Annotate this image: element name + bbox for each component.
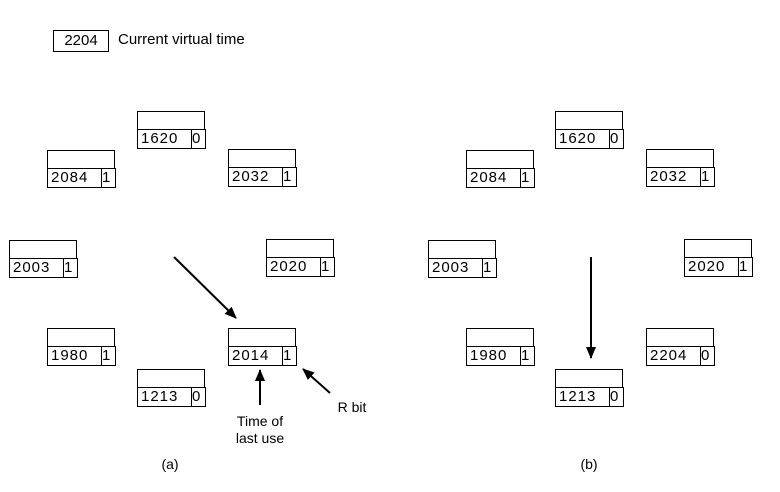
page-frame: 1980 1 (47, 328, 116, 366)
r-bit: 0 (190, 129, 206, 149)
r-bit: 1 (519, 346, 535, 366)
r-bit: 1 (699, 167, 715, 187)
time-of-last-use-label: Time of last use (226, 413, 294, 447)
time-label-line1: Time of (236, 413, 284, 429)
r-bit: 0 (190, 387, 206, 407)
r-bit: 1 (100, 168, 116, 188)
page-frame: 2020 1 (684, 239, 753, 277)
page-frame: 1213 0 (137, 369, 206, 407)
current-virtual-time-label: Current virtual time (118, 31, 245, 48)
page-frame: 2032 1 (228, 149, 297, 187)
time-of-last-use: 2032 (228, 167, 283, 187)
time-of-last-use: 2014 (228, 346, 283, 366)
page-frame-current: 2014 1 (228, 328, 297, 366)
r-bit: 1 (319, 257, 335, 277)
page-frame: 1620 0 (555, 111, 624, 149)
r-bit-arrow (302, 368, 331, 394)
r-bit: 1 (281, 346, 297, 366)
time-of-last-use: 2003 (9, 258, 64, 278)
clock-hand-arrow-a (173, 256, 237, 319)
time-of-last-use: 2032 (646, 167, 701, 187)
page-frame: 2003 1 (428, 240, 497, 278)
time-of-last-use: 2003 (428, 258, 483, 278)
r-bit: 0 (699, 346, 715, 366)
time-of-last-use: 1620 (137, 129, 192, 149)
page-frame: 2003 1 (9, 240, 78, 278)
time-of-last-use: 1213 (555, 387, 610, 407)
r-bit: 1 (737, 257, 753, 277)
r-bit: 1 (519, 168, 535, 188)
current-virtual-time-value: 2204 (53, 30, 109, 52)
time-of-last-use: 2084 (466, 168, 521, 188)
time-of-last-use: 1620 (555, 129, 610, 149)
caption-a: (a) (161, 456, 179, 472)
r-bit: 1 (62, 258, 78, 278)
r-bit: 0 (608, 387, 624, 407)
time-of-last-use: 2020 (684, 257, 739, 277)
page-frame-current: 1213 0 (555, 369, 624, 407)
page-frame: 1980 1 (466, 328, 535, 366)
page-frame: 1620 0 (137, 111, 206, 149)
r-bit: 1 (481, 258, 497, 278)
page-frame: 2020 1 (266, 239, 335, 277)
r-bit-label: R bit (337, 399, 367, 415)
caption-b: (b) (580, 456, 598, 472)
time-of-last-use: 1213 (137, 387, 192, 407)
r-bit: 1 (281, 167, 297, 187)
time-of-last-use: 2020 (266, 257, 321, 277)
page-frame-updated: 2204 0 (646, 328, 715, 366)
r-bit: 0 (608, 129, 624, 149)
time-label-line2: last use (235, 430, 285, 446)
page-frame: 2084 1 (47, 150, 116, 188)
page-frame: 2084 1 (466, 150, 535, 188)
time-of-last-use: 2204 (646, 346, 701, 366)
time-of-last-use: 2084 (47, 168, 102, 188)
time-of-last-use: 1980 (466, 346, 521, 366)
page-frame: 2032 1 (646, 149, 715, 187)
r-bit: 1 (100, 346, 116, 366)
time-of-last-use: 1980 (47, 346, 102, 366)
